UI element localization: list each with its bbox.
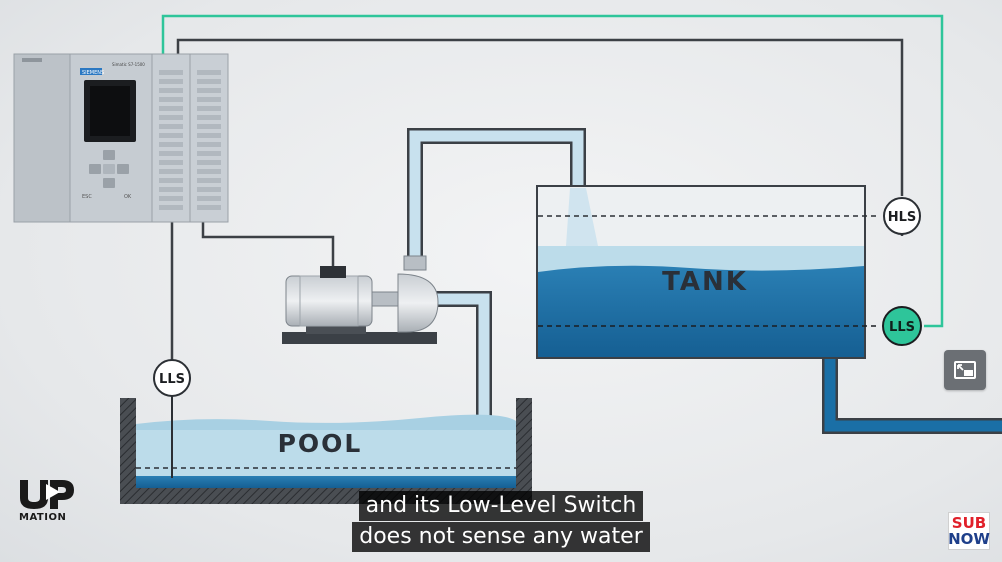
motor-body	[285, 275, 373, 327]
tank-lls-label: LLS	[889, 320, 915, 335]
picture-in-picture-button[interactable]	[944, 350, 986, 390]
io-terminal-slot	[159, 133, 183, 138]
low-level-switch-wire	[161, 14, 944, 328]
io-terminal-slot	[197, 70, 221, 75]
io-terminal-slot	[159, 151, 183, 156]
io-terminal-slot	[197, 142, 221, 147]
pool-label: POOL	[278, 429, 363, 458]
io-terminal-slot	[197, 97, 221, 102]
io-terminal-slot	[197, 169, 221, 174]
io-terminal-slot	[197, 133, 221, 138]
subtitle-text-2: does not sense any water	[352, 522, 650, 552]
io-terminal-slot	[159, 178, 183, 183]
subtitle-text-1: and its Low-Level Switch	[358, 491, 644, 521]
tank-high-level-switch: HLS	[883, 197, 921, 235]
io-terminal-slot	[159, 196, 183, 201]
io-terminal-slot	[197, 196, 221, 201]
io-terminal-slot	[159, 115, 183, 120]
io-terminal-slot	[197, 115, 221, 120]
plc-esc-label: ESC	[82, 194, 92, 200]
plc-controller: ESC OK SIEMENS Simatic S7-1500	[13, 53, 229, 223]
tank-hls-label: HLS	[888, 210, 917, 225]
plc-model-label: Simatic S7-1500	[112, 62, 145, 67]
subtitle-line-2: does not sense any water	[0, 522, 1002, 552]
io-terminal-slot	[159, 124, 183, 129]
io-terminal-slot	[159, 169, 183, 174]
io-terminal-slot	[159, 160, 183, 165]
pump-volute	[397, 273, 439, 333]
io-terminal-slot	[197, 151, 221, 156]
pump-assembly	[282, 255, 439, 344]
io-terminal-slot	[197, 124, 221, 129]
io-terminal-slot	[159, 142, 183, 147]
pool-low-level-switch: LLS	[153, 359, 191, 478]
picture-in-picture-icon	[954, 361, 976, 379]
subscribe-badge[interactable]: SUB NOW	[948, 512, 990, 550]
io-terminal-slot	[159, 70, 183, 75]
tank-low-level-switch: LLS	[882, 306, 922, 346]
pool-lls-label: LLS	[159, 372, 185, 387]
signal-wires	[161, 14, 944, 362]
io-terminal-slot	[159, 106, 183, 111]
subscribe-line-2: NOW	[948, 530, 990, 548]
tank-label: TANK	[662, 267, 748, 297]
io-terminal-slot	[197, 88, 221, 93]
motor-terminal-box	[320, 266, 346, 278]
suction-pipe	[428, 291, 492, 420]
pipes	[407, 128, 1002, 434]
io-terminal-slot	[197, 205, 221, 210]
pool: POOL	[120, 398, 532, 504]
io-terminal-slot	[197, 79, 221, 84]
io-terminal-slot	[197, 106, 221, 111]
io-terminal-slot	[159, 187, 183, 192]
plc-brand-label: SIEMENS	[82, 70, 104, 76]
logo-wordmark: MATION	[19, 512, 67, 523]
pump-motor-wire	[201, 218, 335, 268]
tank: TANK	[536, 185, 880, 359]
io-terminal-slot	[197, 160, 221, 165]
io-terminal-slot	[197, 187, 221, 192]
io-terminal-slot	[159, 79, 183, 84]
io-terminal-slot	[159, 205, 183, 210]
io-terminal-slot	[197, 178, 221, 183]
io-terminal-slot	[159, 88, 183, 93]
io-terminal-slot	[159, 97, 183, 102]
high-level-switch-wire	[176, 38, 904, 196]
plc-ok-label: OK	[124, 194, 132, 200]
subscribe-line-1: SUB	[951, 514, 987, 532]
inflow-stream	[566, 188, 598, 246]
subtitle-line-1: and its Low-Level Switch	[0, 491, 1002, 521]
channel-logo: MATION	[16, 476, 82, 526]
upmation-logo-icon	[20, 480, 74, 509]
